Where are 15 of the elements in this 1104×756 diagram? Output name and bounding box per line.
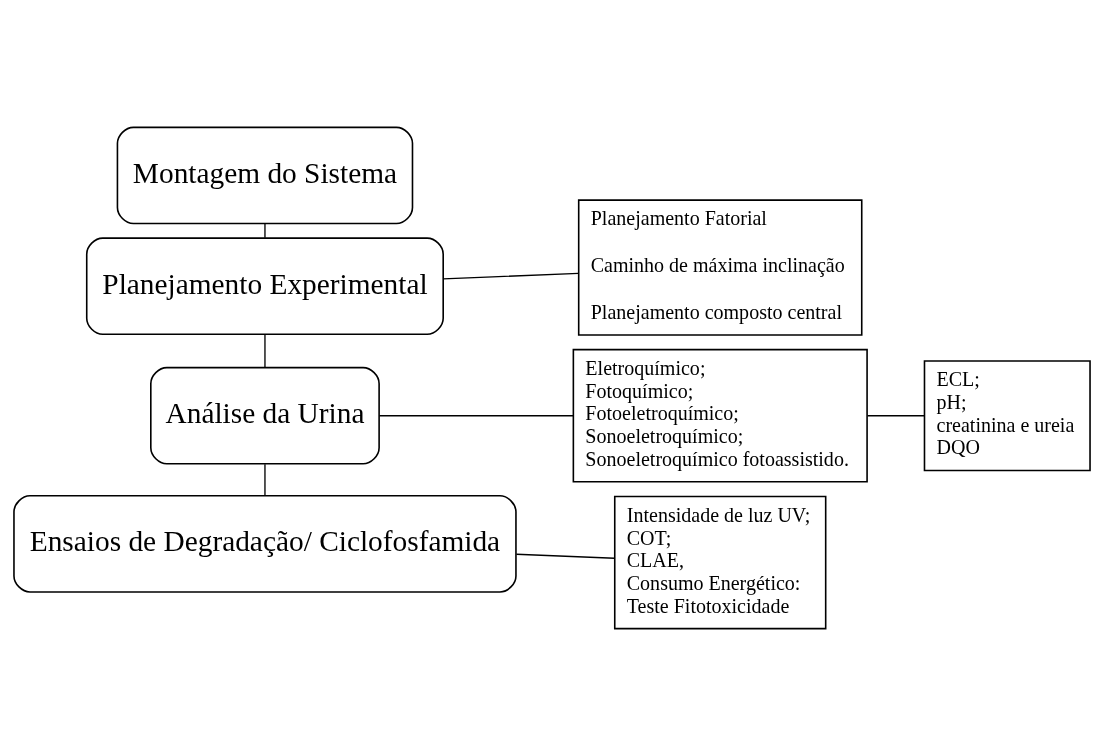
connector bbox=[866, 415, 925, 417]
connector bbox=[264, 334, 266, 368]
node-box: Ensaios de Degradação/ Ciclofosfamida bbox=[13, 495, 517, 593]
connector bbox=[515, 553, 616, 559]
node-box: Intensidade de luz UV; COT; CLAE, Consumo Energético: Teste Fitotoxicidade bbox=[613, 495, 827, 630]
node-box: Planejamento Fatorial Caminho de máxima inclinação Planejamento composto central bbox=[577, 199, 863, 336]
node-box: Montagem do Sistema bbox=[116, 126, 414, 225]
connector bbox=[264, 222, 266, 239]
node-box: Eletroquímico; Fotoquímico; Fotoeletroquímico; Sonoeletroquímico; Sonoeletroquímico fotoassistido. bbox=[572, 348, 868, 483]
node-box: ECL; pH; creatinina e ureia DQO bbox=[923, 360, 1091, 472]
connector bbox=[442, 272, 580, 280]
connector bbox=[264, 463, 266, 496]
node-box: Planejamento Experimental bbox=[85, 237, 444, 336]
node-box: Análise da Urina bbox=[150, 366, 380, 465]
connector bbox=[378, 415, 574, 417]
